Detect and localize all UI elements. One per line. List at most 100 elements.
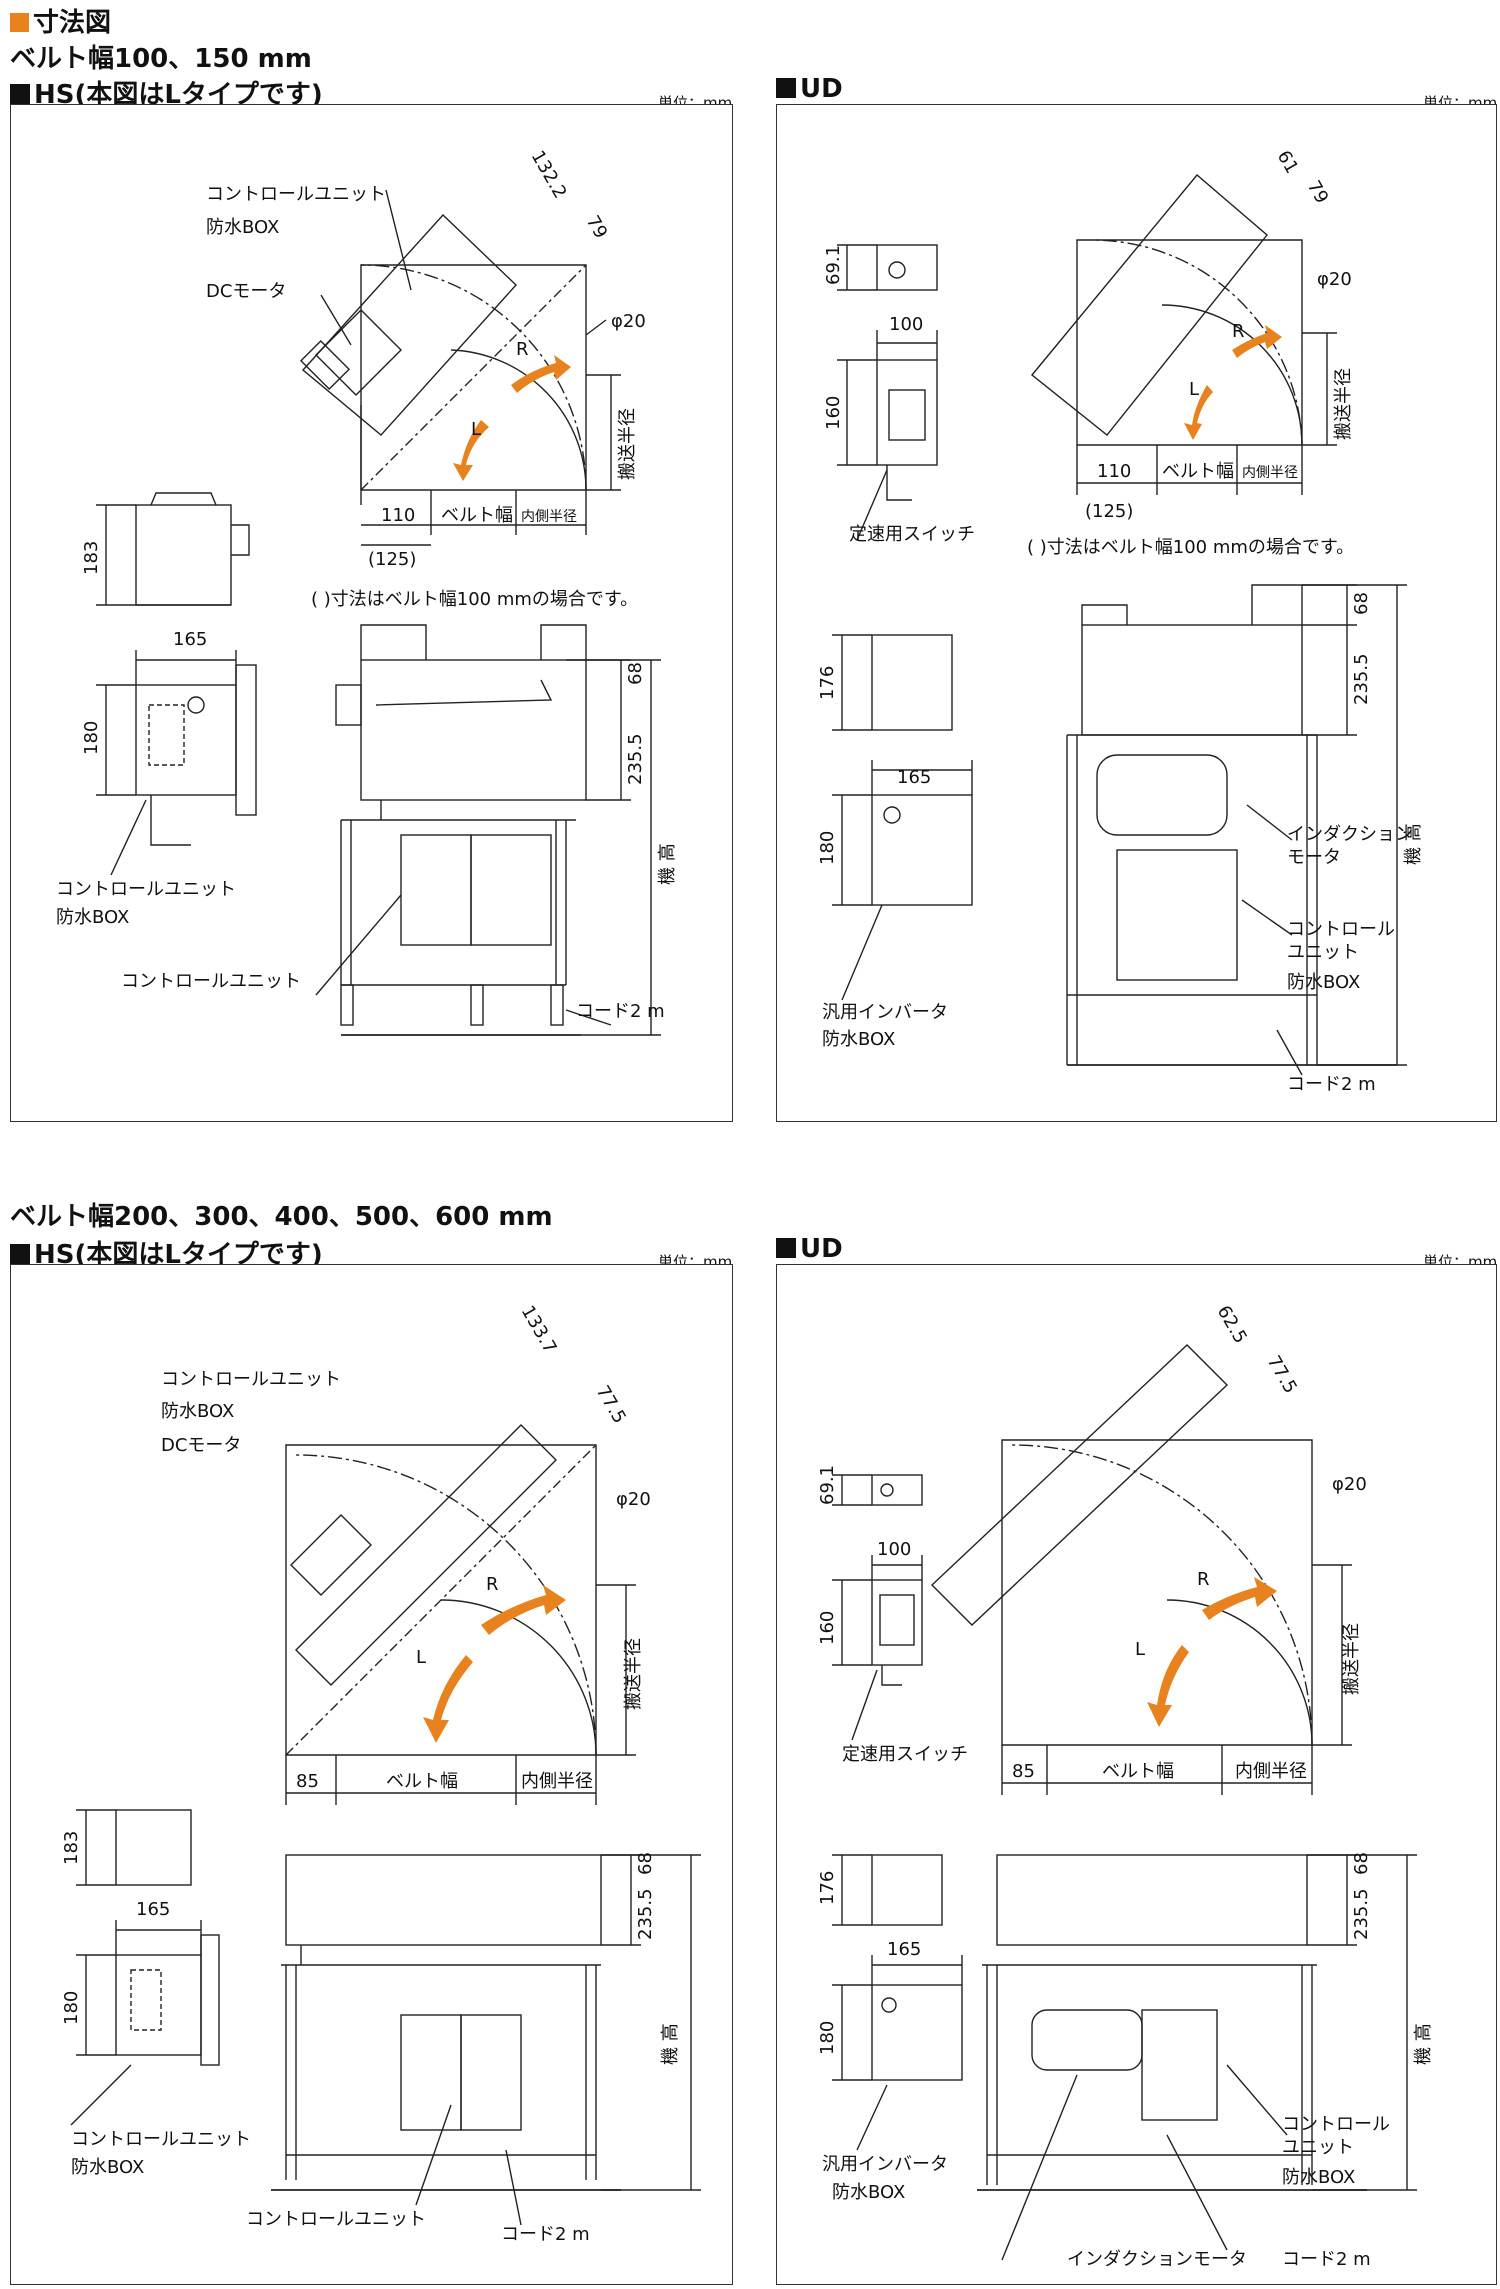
l-arrow-icon — [453, 420, 489, 481]
label-r: R — [486, 1574, 499, 1595]
label-waterproof-box: 防水BOX — [822, 1029, 895, 1050]
dim-183: 183 — [81, 541, 102, 575]
section-title-text: 寸法図 — [33, 8, 112, 38]
label-machine-height: 機 高 — [660, 2023, 681, 2065]
section-title: 寸法図 — [10, 2, 111, 39]
dim-180: 180 — [81, 721, 102, 755]
dim-180: 180 — [817, 2021, 838, 2055]
label-induction-l1: インダクション — [1287, 824, 1413, 845]
panel-hs-small: コントロールユニット 防水BOX DCモータ R L φ20 110 (125)… — [10, 104, 733, 1122]
dim-79: 79 — [582, 212, 612, 242]
dim-79: 79 — [1303, 177, 1333, 207]
label-control-l1: コントロール — [1287, 919, 1395, 940]
dim-68: 68 — [1351, 1852, 1372, 1875]
dim-176: 176 — [817, 1871, 838, 1905]
label-waterproof-box-2: 防水BOX — [1282, 2167, 1355, 2188]
dim-77-5: 77.5 — [1263, 1352, 1301, 1397]
ud-heading-2: UD — [776, 1234, 843, 1264]
label-note: ( )寸法はベルト幅100 mmの場合です。 — [311, 589, 638, 610]
r-arrow-icon — [1202, 1577, 1277, 1620]
dim-176: 176 — [817, 666, 838, 700]
label-belt-width: ベルト幅 — [386, 1771, 458, 1792]
dim-165: 165 — [897, 767, 931, 788]
ud-heading-1-text: UD — [800, 74, 843, 104]
belt-heading-2: ベルト幅200、300、400、500、600 mm — [10, 1202, 553, 1232]
label-cord: コード2 m — [576, 1001, 665, 1022]
label-machine-height: 機 高 — [657, 843, 678, 885]
panel-ud-large: R L φ20 85 ベルト幅 内側半径 100 定速用スイッチ 165 汎用イ… — [776, 1264, 1497, 2285]
dim-235-5: 235.5 — [1351, 653, 1372, 705]
label-phi20: φ20 — [1332, 1474, 1367, 1495]
label-speed-switch: 定速用スイッチ — [842, 1744, 968, 1765]
label-inner-radius: 内側半径 — [521, 509, 577, 525]
r-arrow-icon — [481, 1585, 566, 1635]
label-machine-height: 機 高 — [1403, 823, 1424, 865]
label-waterproof-box: 防水BOX — [161, 1401, 234, 1422]
dim-69-1: 69.1 — [817, 1465, 838, 1505]
label-inner-radius: 内側半径 — [1235, 1761, 1307, 1782]
dim-165: 165 — [136, 1899, 170, 1920]
label-r: R — [1197, 1569, 1210, 1590]
label-machine-height: 機 高 — [1413, 2023, 1434, 2065]
label-cord: コード2 m — [1282, 2249, 1371, 2270]
dim-61: 61 — [1273, 147, 1303, 177]
ud-small-drawing: R L φ20 110 (125) ベルト幅 内側半径 ( )寸法はベルト幅10… — [817, 147, 1424, 1095]
label-phi20: φ20 — [616, 1489, 651, 1510]
dim-100: 100 — [889, 314, 923, 335]
label-l: L — [416, 1647, 426, 1668]
label-cord: コード2 m — [1287, 1074, 1376, 1095]
label-l: L — [471, 419, 481, 440]
label-belt-width: ベルト幅 — [1162, 461, 1234, 482]
dim-68: 68 — [625, 662, 646, 685]
black-square-icon — [776, 1238, 796, 1258]
dim-235-5: 235.5 — [1351, 1888, 1372, 1940]
dim-125: (125) — [1085, 501, 1133, 522]
label-l: L — [1189, 379, 1199, 400]
black-square-icon — [776, 78, 796, 98]
label-r: R — [516, 339, 529, 360]
panel-ud-small: R L φ20 110 (125) ベルト幅 内側半径 ( )寸法はベルト幅10… — [776, 104, 1497, 1122]
dim-77-5: 77.5 — [592, 1382, 630, 1427]
dim-85: 85 — [1012, 1761, 1035, 1782]
label-waterproof-box-2: 防水BOX — [71, 2157, 144, 2178]
dim-69-1: 69.1 — [823, 245, 844, 285]
dim-235-5: 235.5 — [635, 1888, 656, 1940]
dim-180: 180 — [817, 831, 838, 865]
label-control-unit-2: コントロールユニット — [71, 2129, 251, 2150]
l-arrow-icon — [1147, 1645, 1189, 1727]
panel-hs-large: コントロールユニット 防水BOX DCモータ R L φ20 85 ベルト幅 内… — [10, 1264, 733, 2285]
ud-heading-2-text: UD — [800, 1234, 843, 1264]
label-phi20: φ20 — [611, 311, 646, 332]
dim-165: 165 — [887, 1939, 921, 1960]
dim-180: 180 — [61, 1991, 82, 2025]
label-cord: コード2 m — [501, 2224, 590, 2245]
label-inner-radius: 内側半径 — [1242, 465, 1298, 481]
dim-85: 85 — [296, 1771, 319, 1792]
label-r: R — [1232, 321, 1245, 342]
label-speed-switch: 定速用スイッチ — [849, 524, 975, 545]
label-waterproof-box-2: 防水BOX — [1287, 972, 1360, 993]
label-inner-radius: 内側半径 — [521, 1771, 593, 1792]
l-arrow-icon — [423, 1655, 473, 1743]
label-belt-width: ベルト幅 — [441, 505, 513, 526]
label-convey-radius: 搬送半径 — [623, 1638, 644, 1710]
r-arrow-icon — [511, 355, 571, 393]
ud-heading-1: UD — [776, 74, 843, 104]
label-control-l2: ユニット — [1282, 2137, 1354, 2158]
label-convey-radius: 搬送半径 — [617, 408, 638, 480]
label-control-unit-3: コントロールユニット — [246, 2209, 426, 2230]
label-induction-motor: インダクションモータ — [1067, 2249, 1247, 2270]
black-square-icon — [10, 84, 30, 104]
label-dc-motor: DCモータ — [206, 281, 286, 302]
hs-large-drawing: コントロールユニット 防水BOX DCモータ R L φ20 85 ベルト幅 内… — [61, 1302, 701, 2245]
dim-125: (125) — [368, 549, 416, 570]
dim-132-2: 132.2 — [527, 147, 571, 202]
dim-110: 110 — [1097, 461, 1131, 482]
orange-square-icon — [10, 13, 29, 32]
dim-183: 183 — [61, 1831, 82, 1865]
label-waterproof-box-2: 防水BOX — [56, 907, 129, 928]
label-phi20: φ20 — [1317, 269, 1352, 290]
label-note: ( )寸法はベルト幅100 mmの場合です。 — [1027, 537, 1354, 558]
label-convey-radius: 搬送半径 — [1333, 368, 1354, 440]
hs-small-drawing: コントロールユニット 防水BOX DCモータ R L φ20 110 (125)… — [56, 147, 678, 1036]
